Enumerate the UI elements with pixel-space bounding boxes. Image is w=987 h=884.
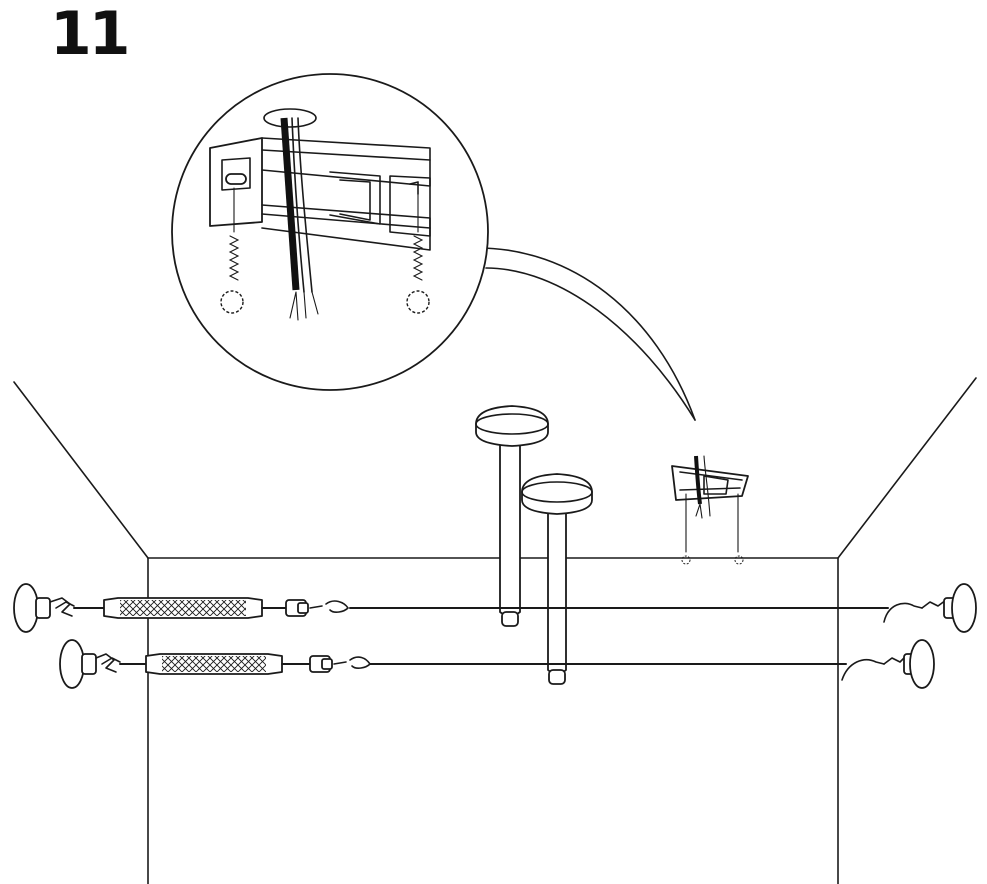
callout-pointer-inner <box>485 267 696 421</box>
mounting-bracket-zoom <box>209 137 431 251</box>
step-number: 11 <box>50 0 130 69</box>
zoom-detail <box>171 73 489 391</box>
callout-pointer <box>477 247 696 421</box>
tension-wire-lower <box>59 639 935 689</box>
suspension-rod-front <box>521 473 593 685</box>
tension-wire-upper <box>13 583 977 633</box>
screw-zoom-right <box>406 193 430 314</box>
room-outline <box>13 377 977 884</box>
ceiling-mounting-bracket <box>671 455 749 565</box>
suspension-rod-rear <box>475 405 549 627</box>
screw-zoom-left <box>220 187 244 314</box>
